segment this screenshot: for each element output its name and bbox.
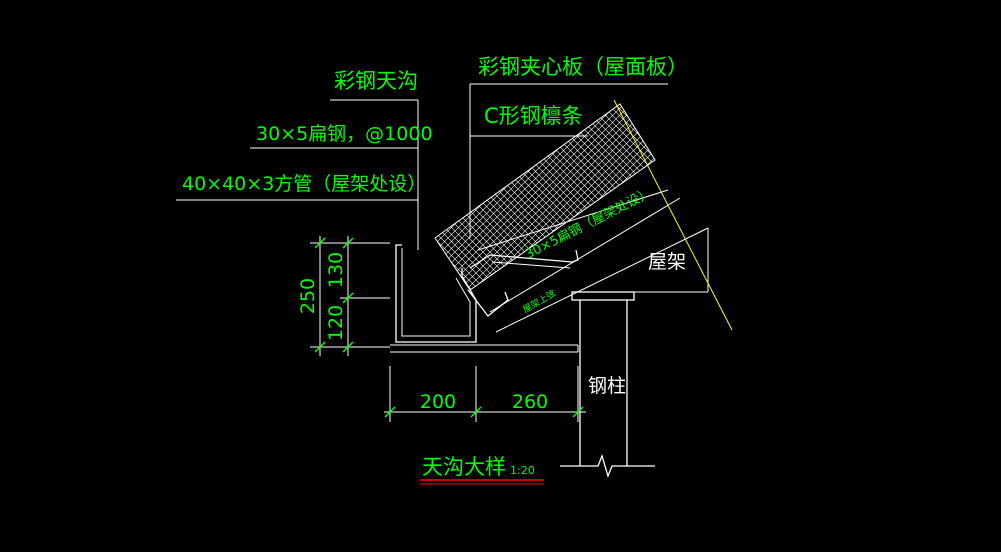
horizontal-dimensions <box>384 366 586 422</box>
label-flat-steel-top: 30×5扁钢，@1000 <box>256 123 433 145</box>
gutter-profile <box>395 244 477 343</box>
dim-total-height: 250 <box>297 278 319 314</box>
drawing-scale: 1:20 <box>510 464 535 477</box>
gutter-profile-inner <box>401 248 471 337</box>
drawing-title: 天沟大样 <box>422 455 506 479</box>
leader-lines <box>176 83 733 331</box>
label-column: 钢柱 <box>588 375 626 397</box>
label-truss: 屋架 <box>648 251 686 273</box>
c-purlin <box>469 249 579 269</box>
label-gutter: 彩钢天沟 <box>334 69 418 93</box>
dim-width-left: 200 <box>420 391 456 413</box>
dim-lower-height: 120 <box>325 305 347 341</box>
dim-width-right: 260 <box>512 391 548 413</box>
sandwich-panel <box>434 103 656 291</box>
steel-column <box>560 291 655 478</box>
label-sandwich-panel: 彩钢夹心板（屋面板） <box>478 55 688 79</box>
square-tube-bracket <box>467 289 509 317</box>
label-square-tube: 40×40×3方管（屋架处设） <box>182 173 426 195</box>
dim-upper-height: 130 <box>325 252 347 288</box>
vertical-dimension-ticks <box>314 237 354 353</box>
label-purlin: C形钢檩条 <box>484 104 583 128</box>
support-beam <box>390 344 579 353</box>
horizontal-dimension-ticks <box>384 406 584 418</box>
purlin-inner-line <box>491 261 571 269</box>
